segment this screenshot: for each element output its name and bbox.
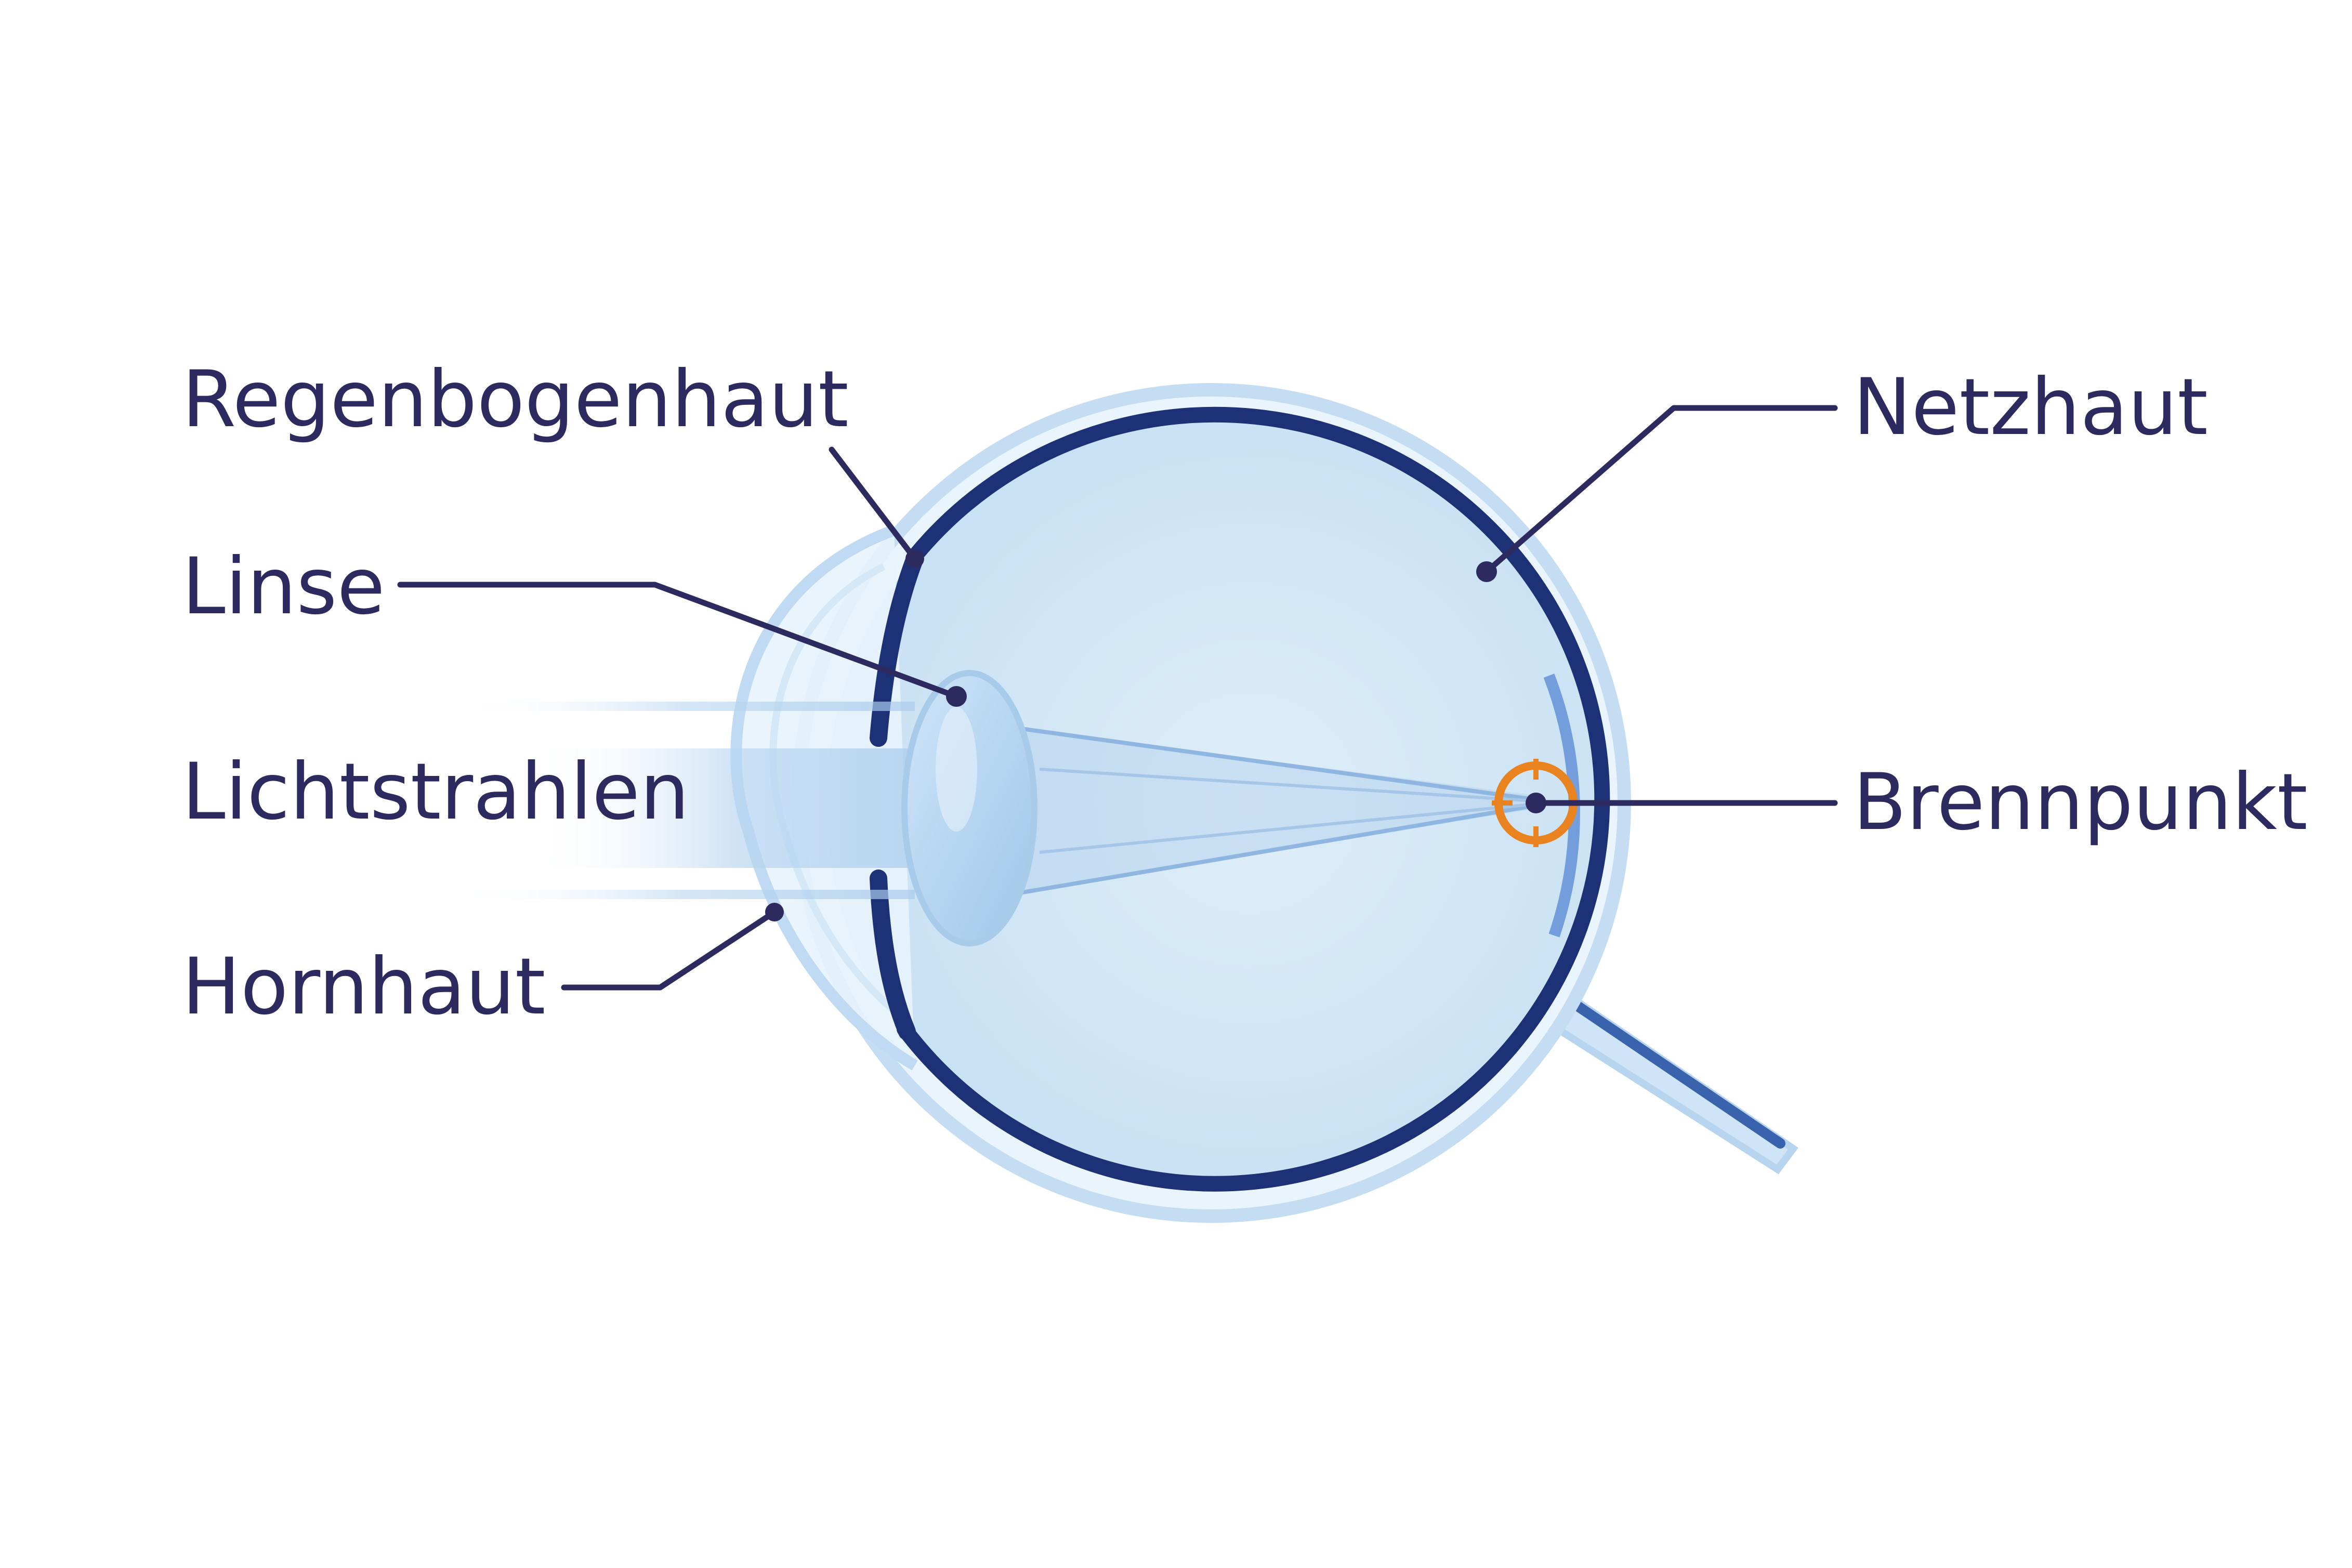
label-lichtstrahlen: Lichtstrahlen: [182, 747, 689, 837]
leader-brennpunkt: [1526, 793, 1838, 813]
leader-regenbogenhaut: [829, 446, 924, 568]
retina-wall: [897, 406, 1610, 1192]
light-rays: [457, 702, 1542, 899]
iris-shape: [870, 550, 924, 1040]
leader-linse: [397, 582, 967, 707]
leader-hornhaut: [561, 903, 784, 991]
label-netzhaut: Netzhaut: [1853, 362, 2208, 453]
label-brennpunkt: Brennpunkt: [1853, 757, 2308, 848]
label-linse: Linse: [182, 542, 385, 632]
label-hornhaut: Hornhaut: [182, 942, 546, 1032]
leader-netzhaut: [1476, 405, 1838, 582]
label-regenbogenhaut: Regenbogenhaut: [182, 354, 849, 445]
